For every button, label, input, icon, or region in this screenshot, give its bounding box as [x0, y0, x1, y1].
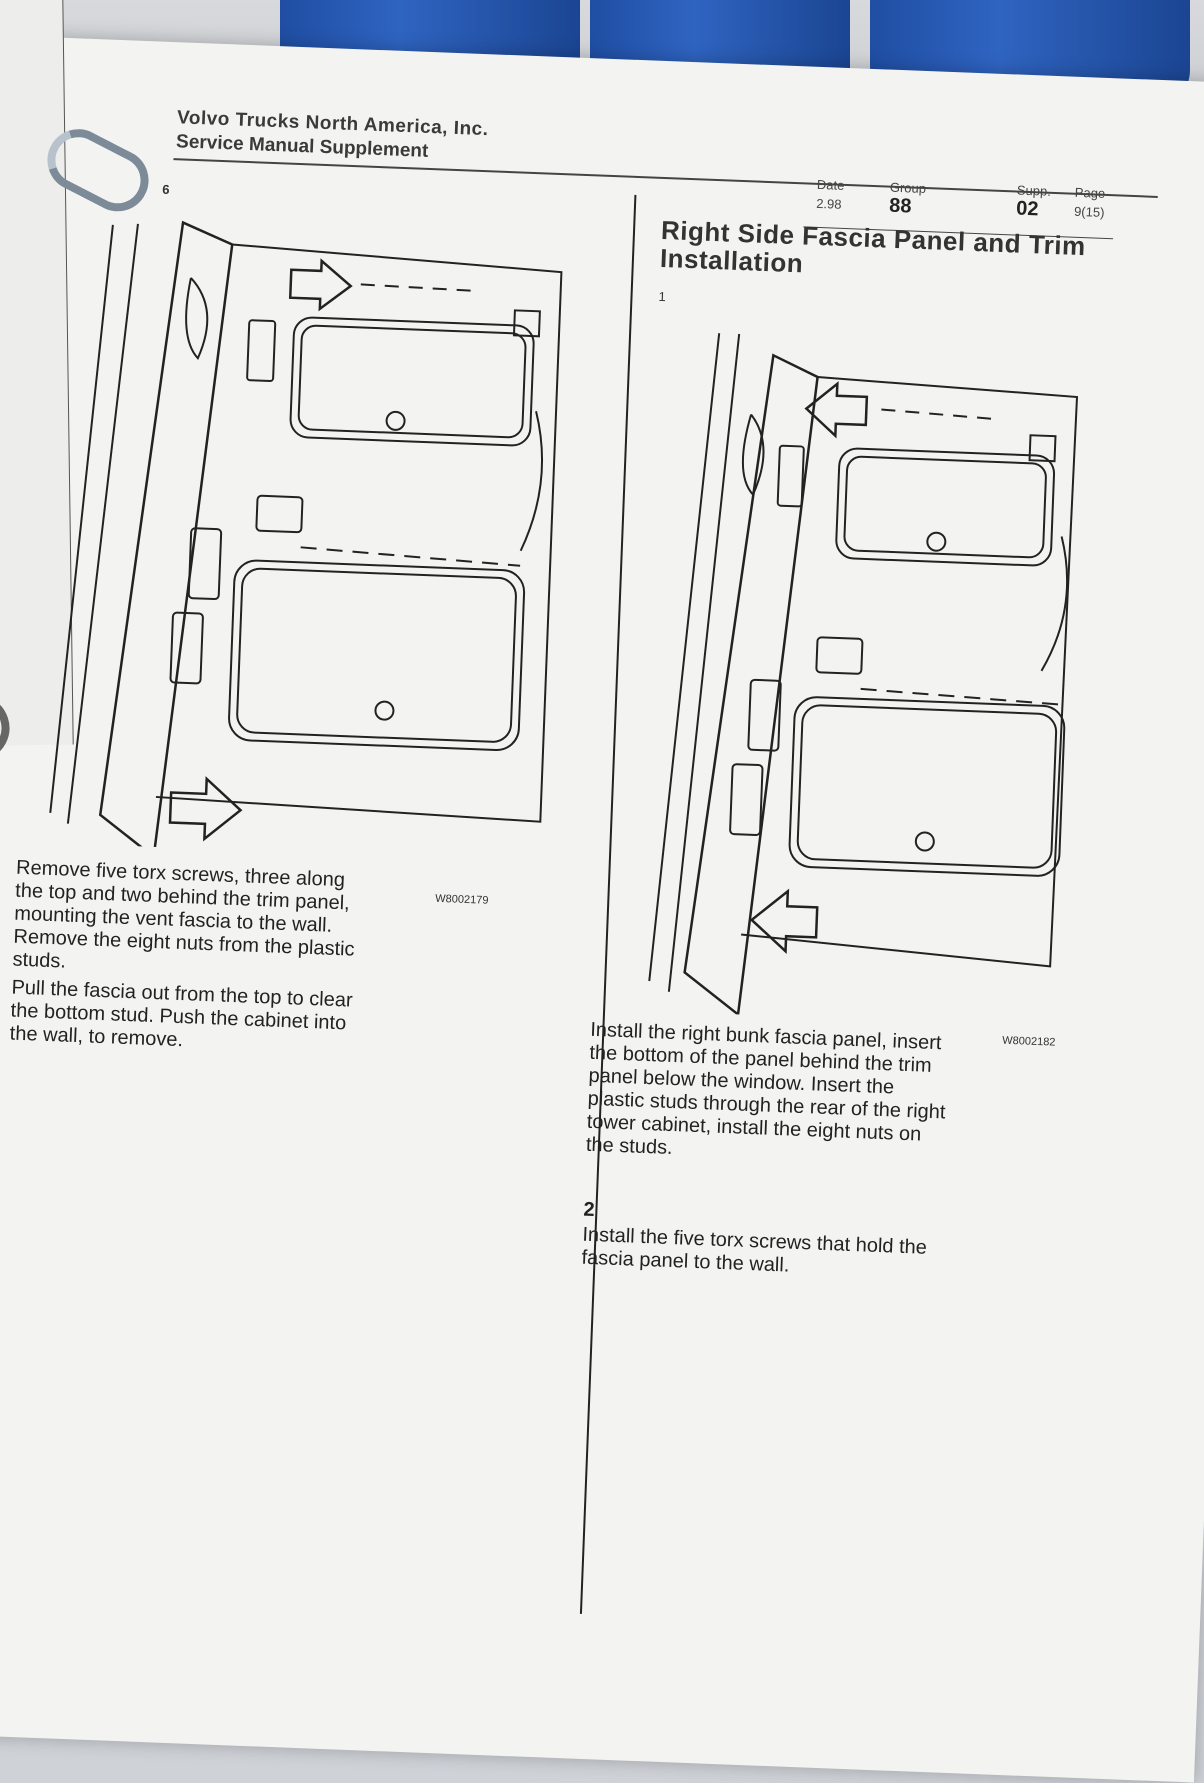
meta-date: Date 2.98 — [815, 176, 845, 212]
meta-supp: Supp. 02 — [1015, 182, 1052, 221]
left-paragraph-2: Pull the fascia out from the top to clea… — [9, 976, 354, 1052]
figure-code-left: W8002179 — [435, 892, 489, 907]
meta-page: Page 9(15) — [1073, 184, 1106, 220]
step-2-number: 2 — [583, 1198, 595, 1222]
figure-code-right: W8002182 — [1002, 1034, 1056, 1049]
left-paragraph-1: Remove five torx screws, three along the… — [12, 856, 355, 973]
step-number-left: 6 — [162, 181, 170, 198]
meta-group: Group 88 — [888, 179, 927, 218]
figure-left-fascia-removal — [39, 213, 583, 862]
step-1-text: Install the right bunk fascia panel, ins… — [585, 1018, 946, 1160]
figure-right-fascia-installation — [588, 309, 1095, 1027]
step-1-number: 1 — [658, 288, 667, 305]
